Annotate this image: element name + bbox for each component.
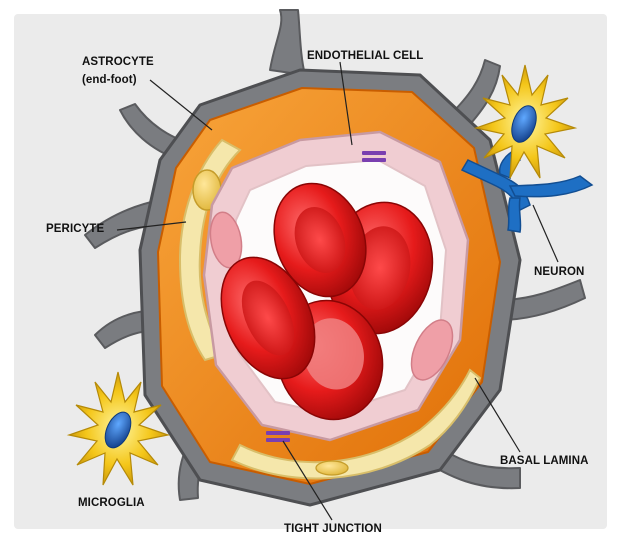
pericyte-bottom-nucleus <box>316 461 348 475</box>
label-basal-lamina: BASAL LAMINA <box>500 455 589 467</box>
label-astrocyte: ASTROCYTE <box>82 56 154 68</box>
label-endothelial-cell: ENDOTHELIAL CELL <box>307 50 423 62</box>
label-pericyte: PERICYTE <box>46 223 104 235</box>
label-microglia: MICROGLIA <box>78 497 145 509</box>
label-astrocyte-end-foot: (end-foot) <box>82 74 137 86</box>
label-tight-junction: TIGHT JUNCTION <box>284 523 382 535</box>
label-neuron: NEURON <box>534 266 584 278</box>
